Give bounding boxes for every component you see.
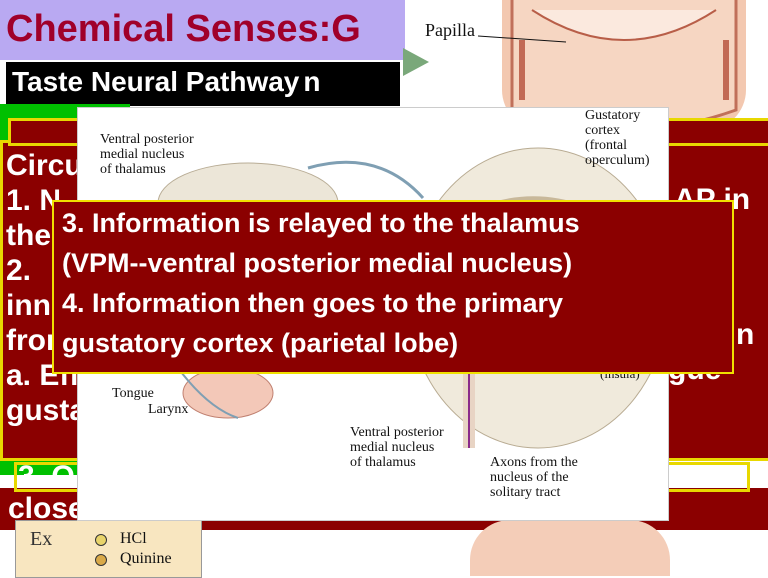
subtitle-bar <box>4 60 402 108</box>
slide-title: Chemical Senses:G <box>6 8 361 50</box>
gustatory-line-3: (frontal <box>585 138 627 153</box>
main-line-1: 3. Information is relayed to the thalamu… <box>62 208 580 238</box>
gustatory-line-1: Gustatory <box>585 108 641 123</box>
axons-line-1: Axons from the <box>490 455 578 470</box>
bg-line-4-end: n <box>736 318 755 351</box>
bottom-tissue-image <box>470 520 670 576</box>
legend-quinine-label: Quinine <box>120 550 172 567</box>
vpm-top-line-2: medial nucleus <box>100 147 185 162</box>
quinine-dot-icon <box>95 554 107 566</box>
main-line-3: 4. Information then goes to the primary <box>62 288 564 318</box>
right-arrow-icon <box>403 48 429 76</box>
legend-ex-label: Ex <box>30 528 53 550</box>
subtitle-main: Taste Neural Pathway <box>12 66 300 97</box>
main-line-2: (VPM--ventral posterior medial nucleus) <box>62 248 573 278</box>
bg-line-7: gusta <box>6 394 87 427</box>
vpm-bottom-line-1: Ventral posterior <box>350 425 444 440</box>
axons-line-2: nucleus of the <box>490 470 569 485</box>
vpm-bottom-line-3: of thalamus <box>350 455 416 470</box>
bottom-line: close <box>8 492 85 525</box>
axons-line-3: solitary tract <box>490 485 561 500</box>
hcl-dot-icon <box>95 534 107 546</box>
main-line-4: gustatory cortex (parietal lobe) <box>62 328 459 358</box>
gustatory-cortex-label: Gustatory cortex (frontal operculum) <box>585 108 650 168</box>
larynx-label: Larynx <box>148 402 189 417</box>
taste-legend-box <box>15 520 202 578</box>
bg-line-1: 1. N <box>6 184 62 217</box>
papilla-leader-line <box>478 35 567 43</box>
gustatory-line-2: cortex <box>585 123 620 138</box>
bg-line-4: inn <box>6 289 51 322</box>
bg-line-circ: Circu <box>6 149 83 182</box>
bg-line-3: 2. <box>6 254 32 287</box>
vpm-top-line-1: Ventral posterior <box>100 132 194 147</box>
title-bar <box>0 0 405 60</box>
legend-hcl-label: HCl <box>120 530 147 547</box>
subtitle-tail: n <box>303 66 321 97</box>
vpm-top-line-3: of thalamus <box>100 162 166 177</box>
vpm-bottom-label: Ventral posterior medial nucleus of thal… <box>350 425 444 470</box>
bg-line-2: the <box>6 219 51 252</box>
vpm-top-label: Ventral posterior medial nucleus of thal… <box>100 132 194 177</box>
papilla-drawing <box>510 0 738 132</box>
gustatory-line-4: operculum) <box>585 153 650 168</box>
vpm-bottom-line-2: medial nucleus <box>350 440 435 455</box>
bg-line-8: 3. O <box>18 460 75 493</box>
main-text-box <box>52 200 734 374</box>
tongue-label: Tongue <box>112 386 154 401</box>
papilla-label: Papilla <box>425 20 475 40</box>
axons-label: Axons from the nucleus of the solitary t… <box>490 455 578 500</box>
